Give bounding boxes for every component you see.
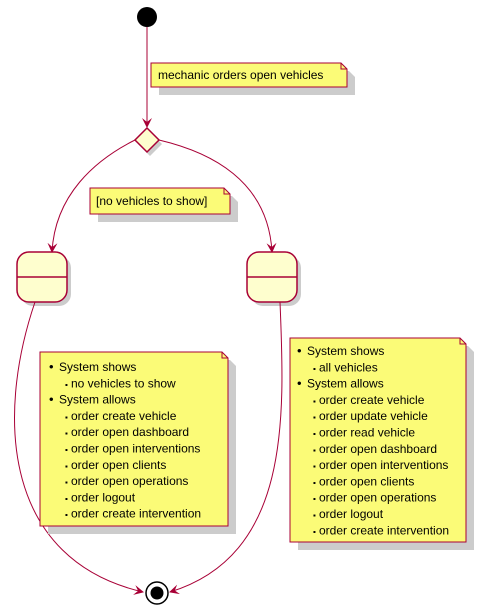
note-left-bullet: ▪: [65, 462, 68, 471]
note-right-bullet: ▪: [313, 413, 316, 422]
note-right-bullet: ▪: [313, 511, 316, 520]
note-left-line: order open clients: [71, 458, 166, 472]
note-left-line: order open interventions: [71, 442, 200, 456]
note-mechanic-orders-text: mechanic orders open vehicles: [158, 68, 323, 82]
state-no-vehicles: [16, 251, 71, 306]
note-left-line: System shows: [59, 360, 136, 374]
note-no-vehicles-guard: [no vehicles to show]: [89, 187, 238, 222]
note-left-line: order create intervention: [71, 507, 201, 521]
note-right-line: order create intervention: [319, 523, 449, 537]
note-mechanic-orders: mechanic orders open vehicles: [150, 62, 355, 95]
note-right-bullet: ▪: [313, 364, 316, 373]
note-right-bullet: ▪: [313, 527, 316, 536]
note-no-vehicles-guard-text: [no vehicles to show]: [96, 194, 207, 208]
note-right-bullet: •: [297, 343, 302, 358]
note-right-line: order open operations: [319, 491, 436, 505]
note-left-bullet: ▪: [65, 478, 68, 487]
note-right-line: order update vehicle: [319, 409, 428, 423]
note-right-line: order read vehicle: [319, 426, 415, 440]
state-all-vehicles: [246, 251, 301, 306]
note-left-line: order create vehicle: [71, 409, 177, 423]
note-right-bullet: ▪: [313, 495, 316, 504]
note-right-bullet: ▪: [313, 462, 316, 471]
note-left-line: order open dashboard: [71, 425, 189, 439]
note-left-system: •System shows▪no vehicles to show•System…: [39, 351, 236, 534]
note-right-line: System shows: [307, 344, 384, 358]
edge-left-state-to-final: [14, 301, 144, 595]
note-right-line: order open clients: [319, 474, 414, 488]
edge-decision-to-left-state: [47, 139, 136, 253]
note-right-line: order logout: [319, 507, 384, 521]
note-right-bullet: ▪: [313, 430, 316, 439]
note-left-line: order logout: [71, 490, 136, 504]
note-right-bullet: •: [297, 376, 302, 391]
note-right-bullet: ▪: [313, 397, 316, 406]
note-right-line: System allows: [307, 377, 384, 391]
note-right-bullet: ▪: [313, 478, 316, 487]
note-left-bullet: ▪: [65, 429, 68, 438]
edge-right-state-to-final: [169, 301, 283, 595]
note-right-system: •System shows▪all vehicles•System allows…: [289, 337, 474, 550]
edge-decision-to-right-state: [158, 139, 277, 253]
note-left-bullet: ▪: [65, 413, 68, 422]
note-right-bullet: ▪: [313, 446, 316, 455]
final-node: [145, 581, 169, 605]
decision-node: [133, 126, 162, 156]
note-left-bullet: •: [49, 392, 54, 407]
note-left-line: System allows: [59, 393, 136, 407]
note-right-line: all vehicles: [319, 360, 378, 374]
note-left-line: order open operations: [71, 474, 188, 488]
note-left-line: no vehicles to show: [71, 376, 176, 390]
note-left-bullet: ▪: [65, 494, 68, 503]
note-right-line: order create vehicle: [319, 393, 425, 407]
note-left-bullet: ▪: [65, 446, 68, 455]
note-right-line: order open dashboard: [319, 442, 437, 456]
note-left-bullet: ▪: [65, 380, 68, 389]
note-left-bullet: ▪: [65, 511, 68, 520]
note-right-line: order open interventions: [319, 458, 448, 472]
note-left-bullet: •: [49, 359, 54, 374]
initial-node: [137, 7, 157, 27]
